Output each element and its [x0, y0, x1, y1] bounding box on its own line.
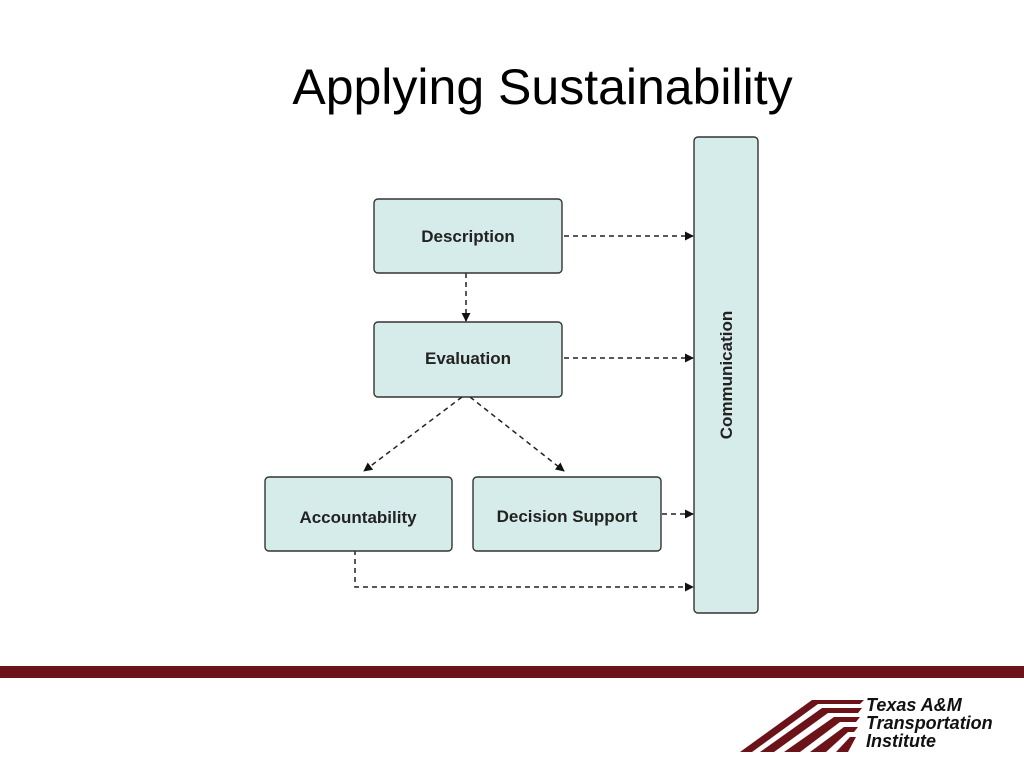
tti-logo-road-icon [740, 700, 864, 752]
edge-evaluation-decision-support [469, 396, 565, 472]
node-description-label: Description [421, 227, 515, 246]
node-accountability-label: Accountability [299, 508, 417, 527]
slide-title: Applying Sustainability [292, 59, 793, 115]
tti-logo-line3: Institute [866, 731, 936, 751]
node-evaluation: Evaluation [373, 321, 563, 398]
tti-logo: Texas A&M Transportation Institute [740, 696, 1020, 756]
node-accountability: Accountability [264, 476, 453, 552]
node-communication: Communication [693, 136, 759, 614]
edge-accountability-communication [354, 550, 694, 592]
node-decision-support-label: Decision Support [497, 507, 638, 526]
edge-evaluation-accountability [363, 396, 463, 472]
tti-logo-text: Texas A&M Transportation Institute [866, 696, 993, 750]
node-communication-label: Communication [717, 311, 736, 439]
footer-bar [0, 666, 1024, 678]
node-decision-support: Decision Support [472, 476, 662, 552]
node-description: Description [373, 198, 563, 274]
tti-logo-line2: Transportation [866, 713, 993, 733]
tti-logo-line1: Texas A&M [866, 695, 962, 715]
node-evaluation-label: Evaluation [425, 349, 511, 368]
